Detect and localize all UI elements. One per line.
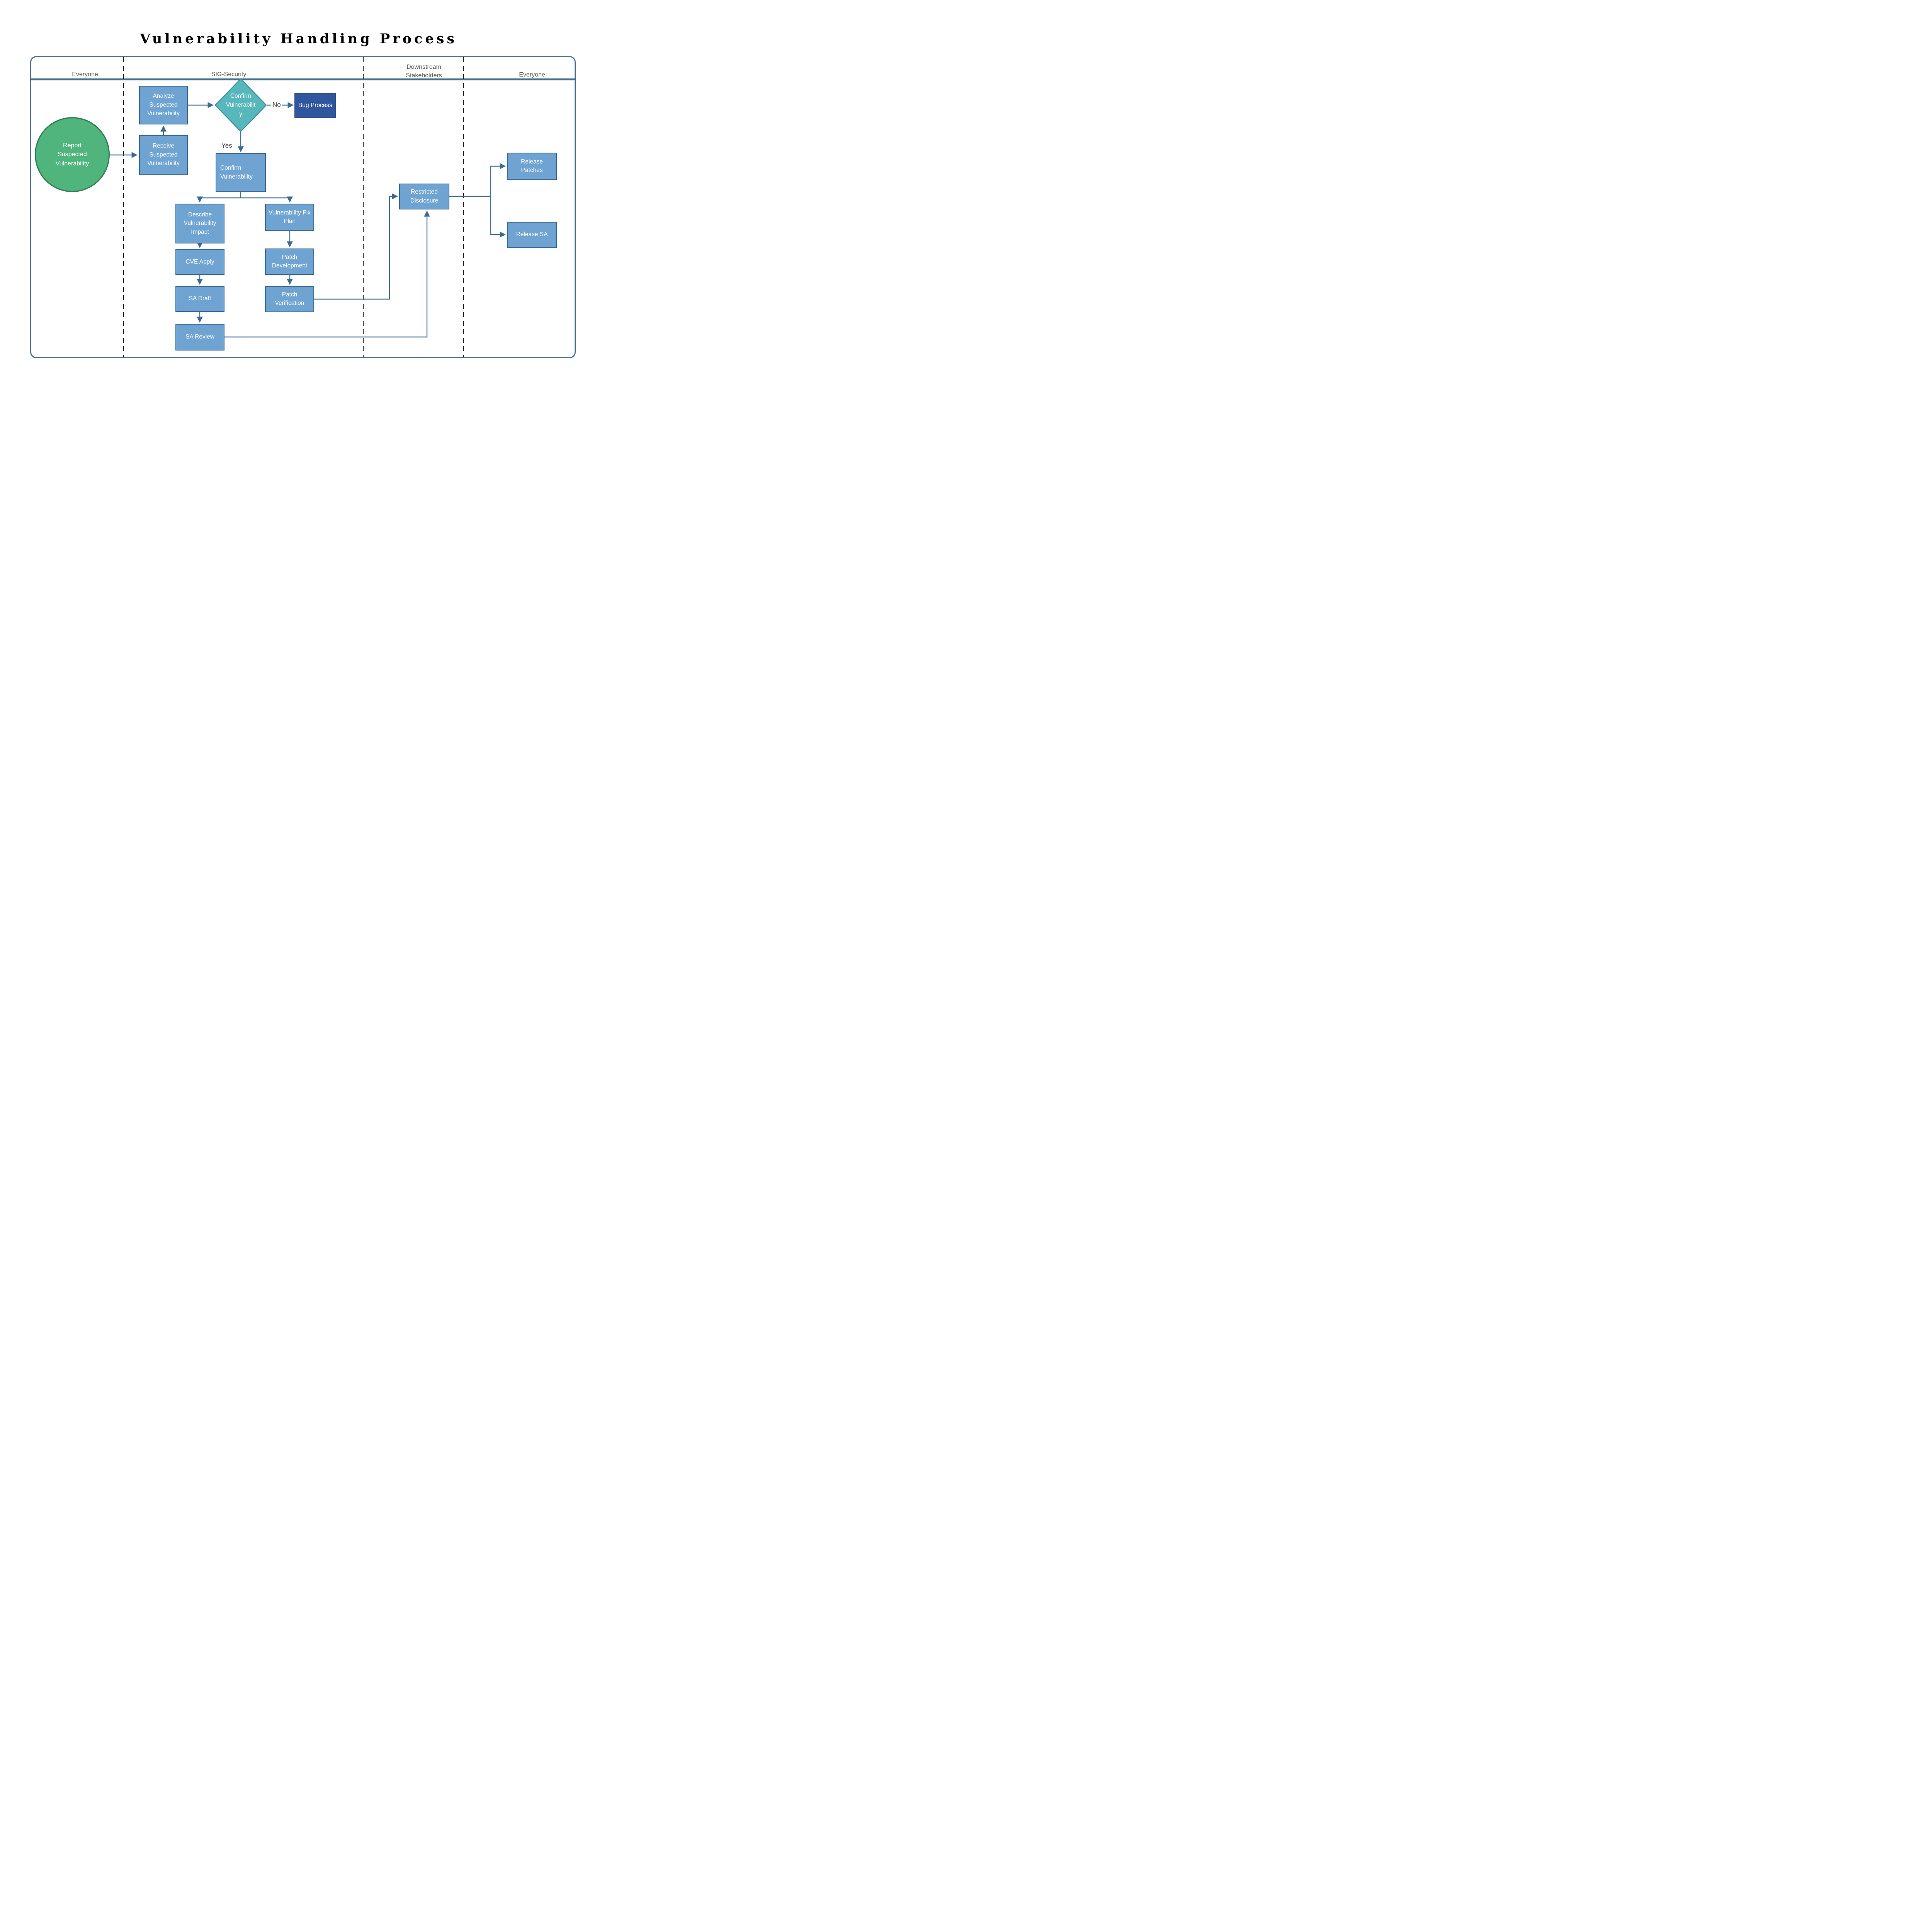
edge-sa-review-to-restricted <box>224 210 430 338</box>
diamond-shape <box>214 78 267 132</box>
process-label: SA Review <box>185 334 214 340</box>
process-confirm-vulnerability[interactable]: Confirm Vulnerability <box>216 153 266 192</box>
decision-label: Confirm Vulnerability <box>226 93 256 117</box>
diagram-canvas: Vulnerability Handling Process Everyone … <box>0 0 597 422</box>
process-label: Patch Development <box>272 254 308 269</box>
process-label: Release SA <box>516 231 548 238</box>
edge-label-yes: Yes <box>220 141 233 150</box>
process-label: Bug Process <box>298 102 332 109</box>
process-label: CVE Apply <box>185 258 214 265</box>
decision-confirm-vulnerability[interactable]: Confirm Vulnerability <box>214 78 267 132</box>
process-vulnerability-fix-plan[interactable]: Vulnerability Fix Plan <box>265 204 314 231</box>
process-bug-process[interactable]: Bug Process <box>294 93 336 118</box>
process-label: Vulnerability Fix Plan <box>269 209 311 225</box>
process-sa-review[interactable]: SA Review <box>175 324 224 351</box>
process-label: Receive Suspected Vulnerability <box>147 143 180 167</box>
edge-restricted-to-release-sa <box>490 196 506 238</box>
start-label: Report Suspected Vulnerability <box>55 142 89 167</box>
swimlane-frame <box>30 56 576 358</box>
process-release-patches[interactable]: Release Patches <box>507 153 557 180</box>
edge-patch-verify-to-restricted <box>314 193 398 300</box>
lane-label-sig-security: SIG-Security <box>211 71 247 78</box>
lane-label-downstream-stakeholders: Downstream Stakeholders <box>406 64 442 79</box>
process-analyze-suspected-vulnerability[interactable]: Analyze Suspected Vulnerability <box>139 86 188 124</box>
process-label: Patch Verification <box>275 291 304 306</box>
diagram-title: Vulnerability Handling Process <box>140 31 457 47</box>
start-report-suspected-vulnerability[interactable]: Report Suspected Vulnerability <box>35 117 110 192</box>
process-release-sa[interactable]: Release SA <box>507 222 557 248</box>
process-restricted-disclosure[interactable]: Restricted Disclosure <box>399 184 449 209</box>
edge-restricted-to-release-patches <box>490 163 506 196</box>
process-sa-draft[interactable]: SA Draft <box>175 286 224 312</box>
process-label: Restricted Disclosure <box>410 189 439 204</box>
process-label: Describe Vulnerability Impact <box>184 211 216 235</box>
process-label: Release Patches <box>521 158 543 174</box>
lane-header-underline <box>30 78 576 80</box>
process-label: Confirm Vulnerability <box>220 165 253 180</box>
lane-label-everyone-left: Everyone <box>72 71 98 78</box>
process-describe-vulnerability-impact[interactable]: Describe Vulnerability Impact <box>175 204 224 243</box>
process-label: Analyze Suspected Vulnerability <box>147 93 180 117</box>
process-receive-suspected-vulnerability[interactable]: Receive Suspected Vulnerability <box>139 135 188 175</box>
process-patch-development[interactable]: Patch Development <box>265 248 314 275</box>
process-cve-apply[interactable]: CVE Apply <box>175 249 224 275</box>
process-label: SA Draft <box>189 295 211 302</box>
process-patch-verification[interactable]: Patch Verification <box>265 286 314 312</box>
lane-label-everyone-right: Everyone <box>519 71 545 78</box>
edge-label-no: No <box>271 100 282 109</box>
